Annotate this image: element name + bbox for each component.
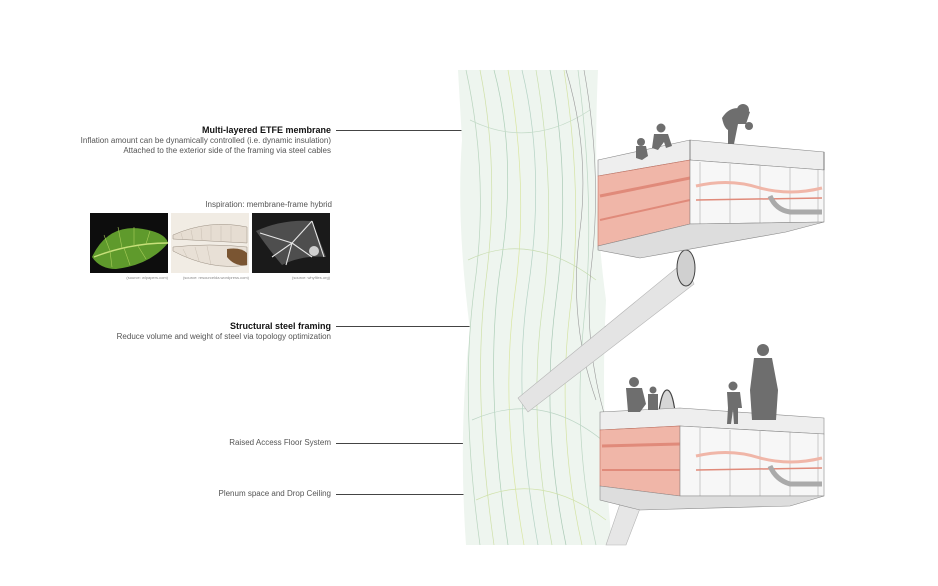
source-2: (source: resourcelda.wordpress.com) xyxy=(182,275,249,280)
leaf-photo xyxy=(90,213,168,273)
crouching-adult-silhouette xyxy=(626,377,646,412)
floor-title: Raised Access Floor System xyxy=(229,438,331,447)
plenum-label: Plenum space and Drop Ceiling xyxy=(218,489,331,499)
etfe-title: Multi-layered ETFE membrane xyxy=(201,125,331,135)
source-1: (source: wlpapers.com) xyxy=(126,275,168,280)
etfe-membrane-label: Multi-layered ETFE membrane Inflation am… xyxy=(81,124,331,156)
child-silhouette-2 xyxy=(652,123,672,150)
standing-adult-silhouette xyxy=(750,344,778,420)
steel-framing-label: Structural steel framing Reduce volume a… xyxy=(117,320,331,342)
floor-system-label: Raised Access Floor System xyxy=(229,438,331,448)
child-silhouette-1 xyxy=(636,138,648,160)
walking-child-silhouette xyxy=(727,381,742,424)
adult-bending-silhouette xyxy=(722,104,753,144)
source-3: (source: whyfiles.org) xyxy=(291,275,330,280)
small-child-silhouette xyxy=(648,386,658,410)
steel-title: Structural steel framing xyxy=(229,321,331,331)
people-silhouettes xyxy=(626,104,778,424)
etfe-desc-2: Attached to the exterior side of the fra… xyxy=(123,146,331,155)
bat-wing-xray-photo xyxy=(252,213,330,273)
inspiration-panel: Inspiration: membrane-frame hybrid xyxy=(90,200,332,281)
etfe-membrane-column xyxy=(458,69,612,546)
steel-desc: Reduce volume and weight of steel via to… xyxy=(116,332,331,341)
etfe-leader-line xyxy=(336,130,474,131)
inspiration-caption: Inspiration: membrane-frame hybrid xyxy=(205,200,332,209)
dragonfly-wing-photo xyxy=(171,213,249,273)
upper-floor-slab xyxy=(597,139,825,259)
etfe-desc-1: Inflation amount can be dynamically cont… xyxy=(80,136,331,145)
inspiration-photos xyxy=(90,213,332,273)
lower-floor-slab xyxy=(599,407,825,511)
plenum-title: Plenum space and Drop Ceiling xyxy=(218,489,331,498)
photo-sources: (source: wlpapers.com) (source: resource… xyxy=(90,273,332,281)
